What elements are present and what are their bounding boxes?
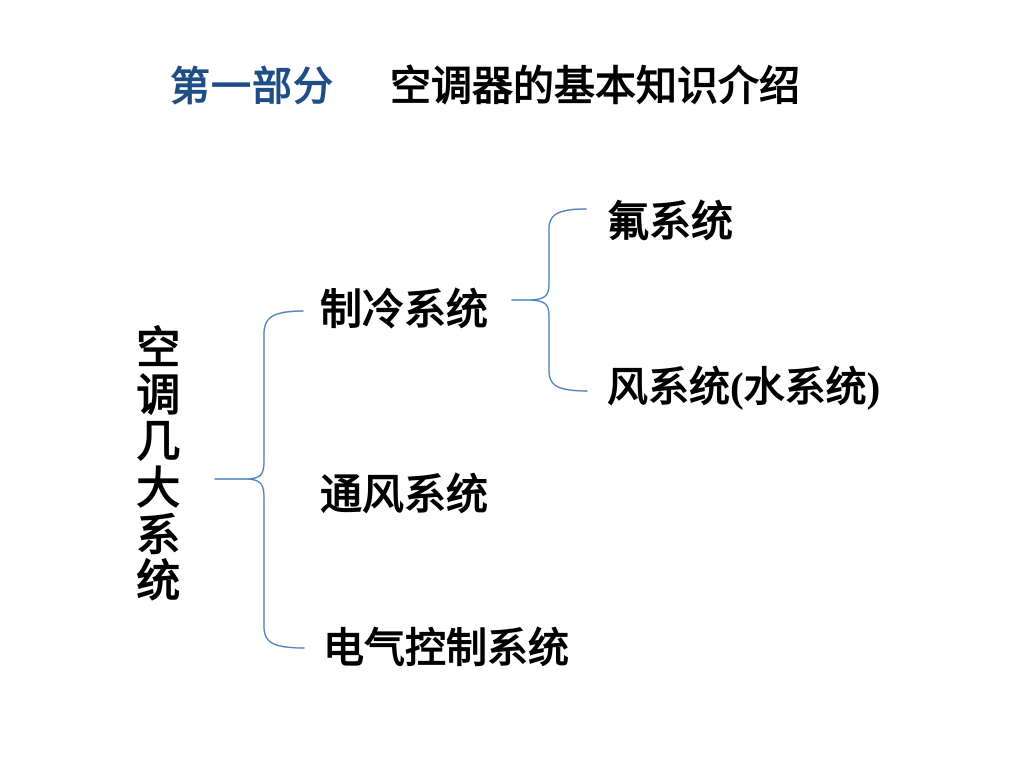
refrigeration-brace-icon (511, 208, 588, 392)
diagram-root-label: 空调几大系统 (136, 324, 181, 607)
title-part-label: 第一部分 (170, 65, 334, 109)
leaf-air-water-system: 风系统(水系统) (607, 364, 881, 410)
node-ventilation-system: 通风系统 (320, 473, 489, 519)
root-brace-icon (214, 310, 305, 649)
leaf-fluorine-system: 氟系统 (607, 200, 734, 246)
title-main-label: 空调器的基本知识介绍 (390, 63, 800, 109)
node-electrical-control-system: 电气控制系统 (323, 625, 569, 671)
node-refrigeration-system: 制冷系统 (320, 288, 489, 334)
